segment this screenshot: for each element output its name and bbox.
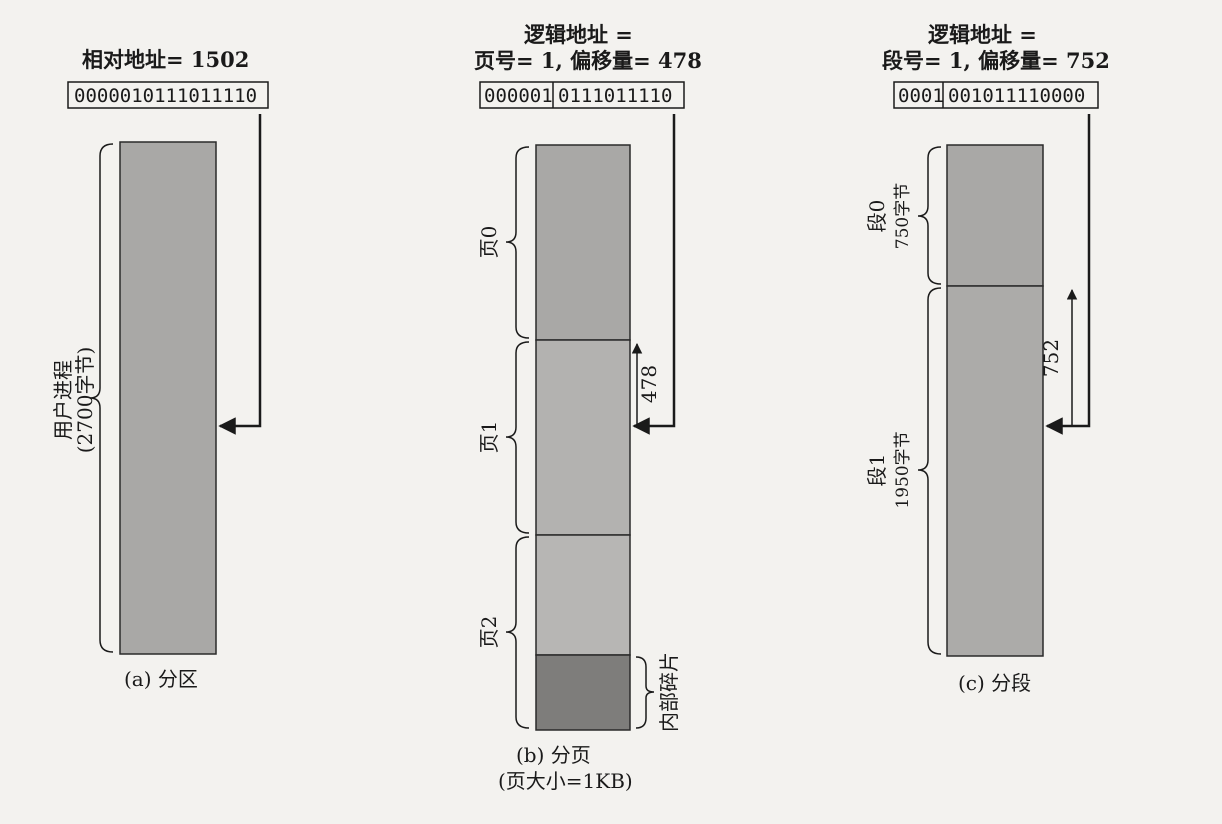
address-box (893, 81, 1099, 109)
page-1-label: 页1 (477, 421, 501, 454)
logical-address-header: 逻辑地址 = (928, 22, 1037, 47)
caption-segmentation: (c) 分段 (958, 671, 1031, 695)
page-0-brace (505, 146, 530, 339)
segment-number-bits: 0001 (898, 85, 944, 107)
segment-offset-header: 段号= 1, 偏移量= 752 (882, 48, 1110, 73)
segment-1-brace (917, 287, 942, 655)
panel-segmentation: 逻辑地址 = 段号= 1, 偏移量= 752 0001 001011110000… (865, 22, 1110, 695)
panel-paging: 逻辑地址 = 页号= 1, 偏移量= 478 000001 0111011110… (474, 22, 702, 793)
page-offset-bits: 0111011110 (558, 85, 672, 107)
address-arrow (1045, 114, 1091, 435)
user-process-block (119, 141, 217, 655)
segment-0-block (946, 144, 1044, 287)
page-2-block (535, 534, 631, 656)
caption-page-size: (页大小=1KB) (498, 769, 633, 793)
segment-0-label: 段0 (865, 200, 889, 233)
segment-1-block (946, 285, 1044, 657)
page-1-block (535, 339, 631, 536)
page-0-label: 页0 (477, 226, 501, 259)
caption-paging: (b) 分页 (516, 743, 591, 767)
offset-label: 752 (1039, 339, 1063, 377)
address-box (479, 81, 685, 109)
fragment-label: 内部碎片 (657, 652, 681, 732)
address-box (67, 81, 269, 109)
panel-partitioning: 相对地址= 1502 0000010111011110 用户进程 (2700字节… (51, 47, 269, 691)
address-arrow (218, 114, 262, 435)
segment-0-size: 750字节 (893, 183, 913, 249)
page-offset-header: 页号= 1, 偏移量= 478 (474, 48, 702, 73)
fragment-brace (635, 656, 655, 729)
segment-offset-bits: 001011110000 (948, 85, 1085, 107)
logical-address-header: 逻辑地址 = (524, 22, 633, 47)
process-label: 用户进程 (51, 360, 75, 440)
caption-partitioning: (a) 分区 (124, 667, 198, 691)
offset-label: 478 (637, 365, 661, 403)
page-2-label: 页2 (477, 616, 501, 649)
process-brace (89, 143, 114, 653)
segment-1-label: 段1 (865, 454, 889, 487)
address-bits: 0000010111011110 (74, 85, 257, 107)
relative-address-header: 相对地址= 1502 (82, 47, 249, 72)
page-2-brace (505, 536, 530, 729)
page-0-block (535, 144, 631, 341)
segment-1-size: 1950字节 (893, 431, 913, 508)
process-size: (2700字节) (73, 347, 97, 454)
page-1-brace (505, 341, 530, 534)
page-number-bits: 000001 (484, 85, 553, 107)
internal-fragment-block (535, 654, 631, 731)
segment-0-brace (917, 146, 942, 285)
address-arrow (632, 114, 676, 435)
